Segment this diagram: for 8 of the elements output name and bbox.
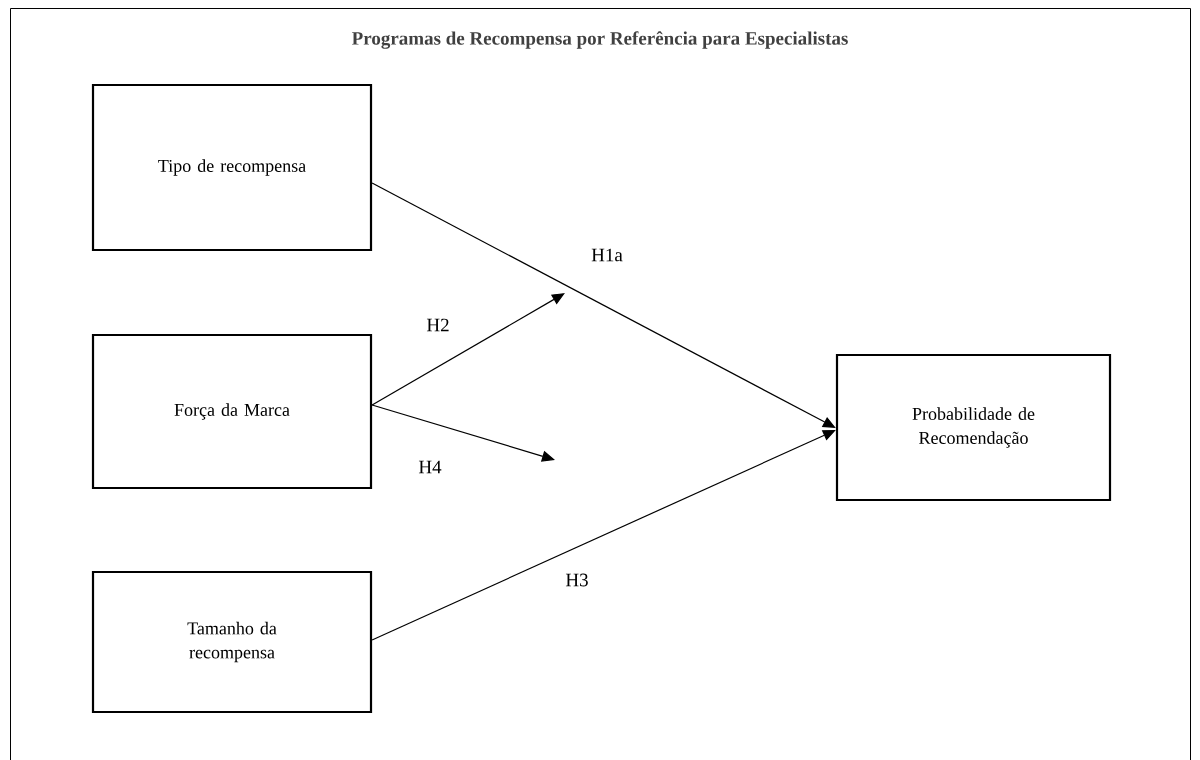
concept-box: Tamanho da recompensa xyxy=(91,570,373,714)
arrow xyxy=(371,182,836,428)
arrow xyxy=(371,430,836,641)
arrow xyxy=(371,293,565,406)
concept-box: Probabilidade de Recomendação xyxy=(835,353,1112,502)
concept-box: Tipo de recompensa xyxy=(91,83,373,252)
concept-box: Força da Marca xyxy=(91,333,373,490)
arrow xyxy=(371,404,555,462)
